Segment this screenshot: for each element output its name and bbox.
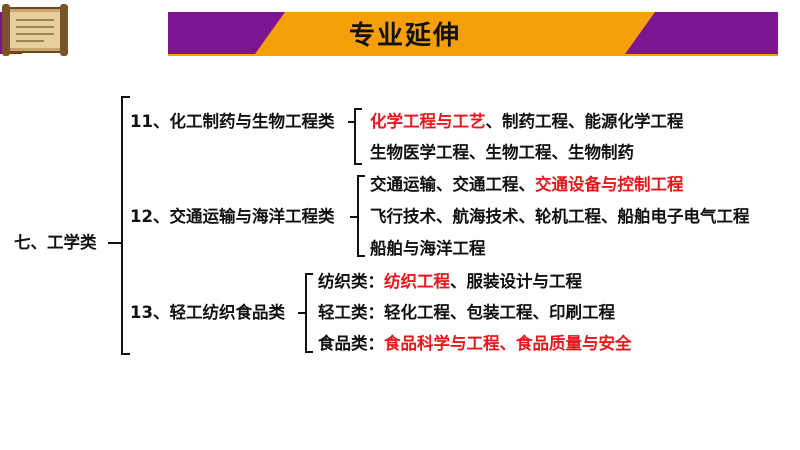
line-text: 轻化工程、包装工程、印刷工程 — [384, 303, 615, 322]
highlight-text: 纺织工程 — [384, 272, 450, 291]
group-13-bracket — [305, 273, 313, 353]
line-text: 交通运输、交通工程、 — [370, 175, 535, 194]
highlight-text: 交通设备与控制工程 — [535, 175, 684, 194]
group-13-line-2: 轻工类：轻化工程、包装工程、印刷工程 — [318, 302, 615, 324]
line-text: 、制药工程、能源化学工程 — [485, 112, 684, 131]
root-label: 七、工学类 — [14, 233, 97, 252]
line-prefix: 食品类： — [318, 334, 384, 353]
group-12-bracket — [357, 175, 365, 257]
group-12-line-2: 飞行技术、航海技术、轮机工程、船舶电子电气工程 — [370, 207, 750, 226]
group-13-label: 13、轻工纺织食品类 — [130, 303, 285, 322]
scroll-book-icon — [2, 4, 68, 56]
page-title: 专业延伸 — [348, 21, 461, 51]
group-12-label: 12、交通运输与海洋工程类 — [130, 207, 335, 226]
group-12-line-1: 交通运输、交通工程、交通设备与控制工程 — [370, 174, 684, 196]
banner-underline — [168, 54, 778, 56]
root-bracket — [121, 96, 130, 355]
group-13-line-3: 食品类：食品科学与工程、食品质量与安全 — [318, 333, 632, 355]
group-13-line-1: 纺织类：纺织工程、服装设计与工程 — [318, 271, 582, 293]
group-11-line-1: 化学工程与工艺、制药工程、能源化学工程 — [370, 111, 684, 133]
line-prefix: 轻工类： — [318, 303, 384, 322]
highlight-text: 化学工程与工艺 — [370, 112, 486, 131]
banner-background — [0, 12, 778, 56]
banner-orange-band — [255, 12, 655, 54]
line-prefix: 纺织类： — [318, 272, 384, 291]
title-banner: 专业延伸 — [0, 0, 800, 80]
group-12-line-3: 船舶与海洋工程 — [370, 239, 486, 258]
group-11-label: 11、化工制药与生物工程类 — [130, 112, 335, 131]
group-11-line-2: 生物医学工程、生物工程、生物制药 — [370, 143, 634, 162]
group-11-bracket — [354, 108, 362, 165]
line-text: 、服装设计与工程 — [450, 272, 582, 291]
highlight-text: 食品科学与工程、食品质量与安全 — [384, 334, 632, 353]
